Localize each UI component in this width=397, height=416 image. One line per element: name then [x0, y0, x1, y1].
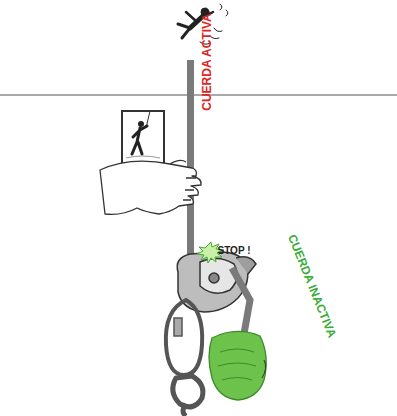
rope-label: CUERDA INACTIVA: [286, 233, 338, 339]
horizon-line: [0, 94, 397, 95]
hanging-climber-icon: [122, 111, 164, 163]
carabiner: [166, 300, 203, 416]
stop-label: STOP !: [218, 246, 251, 256]
guide-hand: [100, 160, 201, 214]
brake-hand: [209, 331, 266, 400]
rope-label: CUERDA ACTIVA: [201, 13, 213, 111]
